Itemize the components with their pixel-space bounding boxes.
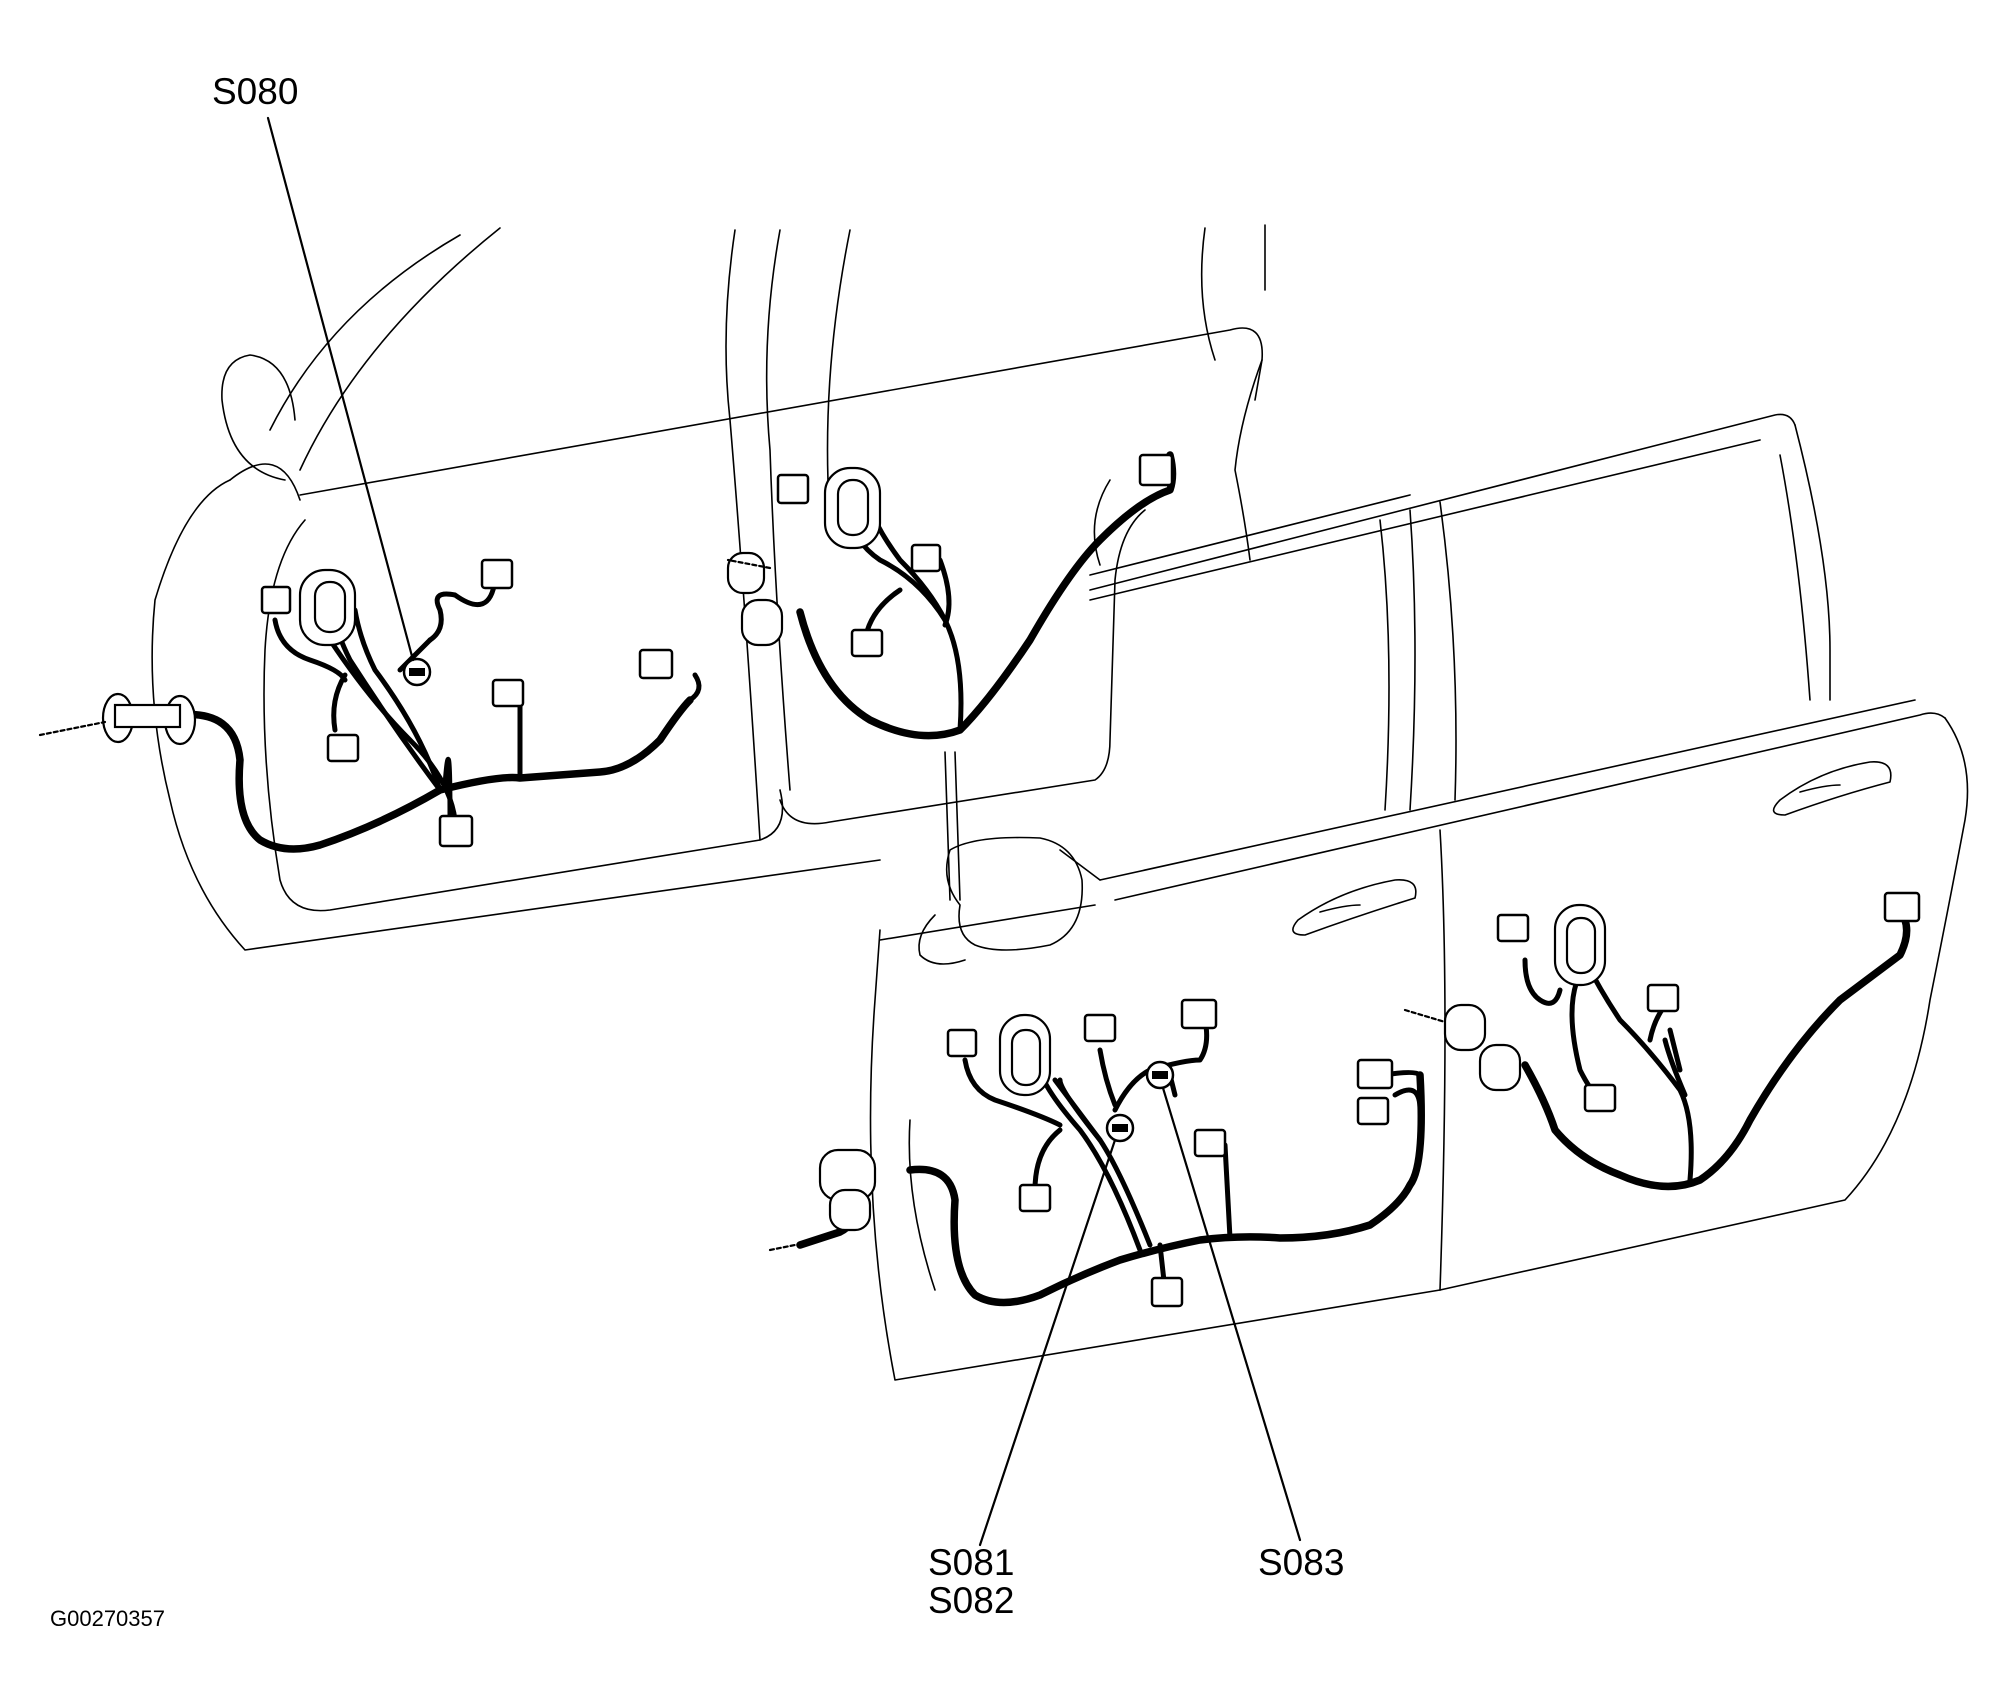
connector-block xyxy=(1356,1096,1390,1126)
connector-block xyxy=(776,473,810,505)
connector-block xyxy=(491,678,525,708)
connector-block xyxy=(910,543,942,573)
connector-block xyxy=(480,558,514,590)
wire-tails xyxy=(38,558,1447,1252)
connector-block xyxy=(1083,1013,1117,1043)
rear-door-grommet xyxy=(1443,1003,1487,1052)
connector-block xyxy=(1356,1058,1394,1090)
connector-block xyxy=(1180,998,1218,1030)
connector-block xyxy=(1646,983,1680,1013)
leader-s081-s082 xyxy=(978,1138,1117,1547)
connector-block xyxy=(1583,1083,1617,1113)
label-s082: S082 xyxy=(928,1580,1014,1621)
figure-id: G00270357 xyxy=(50,1606,165,1631)
connector-block xyxy=(1496,913,1530,943)
label-s080: S080 xyxy=(212,71,298,112)
connector-block xyxy=(1883,891,1921,923)
leader-s080 xyxy=(266,116,415,662)
connector-block xyxy=(260,585,292,615)
leader-s083 xyxy=(1161,1086,1302,1542)
connector-block xyxy=(438,814,474,848)
splice-s080 xyxy=(402,657,432,687)
connector-block xyxy=(326,733,360,763)
connector-block xyxy=(1193,1128,1227,1158)
label-s083: S083 xyxy=(1258,1542,1344,1583)
connectors xyxy=(260,453,1921,1308)
front-main-harness xyxy=(106,696,694,853)
connector-block xyxy=(1150,1276,1184,1308)
front-door-harness xyxy=(106,577,702,853)
connector-block xyxy=(638,648,674,680)
label-s081: S081 xyxy=(928,1542,1014,1583)
rear-main-harness xyxy=(796,1071,1425,1307)
rear-door-outline xyxy=(869,413,1969,1381)
connector-block xyxy=(850,628,884,658)
connector-block xyxy=(1138,453,1174,487)
connector-block xyxy=(946,1028,978,1058)
b-pillar-grommet xyxy=(726,551,766,595)
grommets xyxy=(101,466,1607,1232)
splice-s083 xyxy=(1145,1060,1175,1090)
connector-block xyxy=(1018,1183,1052,1213)
splice-s081-s082 xyxy=(1105,1113,1135,1143)
rear-front-door-harness xyxy=(796,1017,1425,1307)
